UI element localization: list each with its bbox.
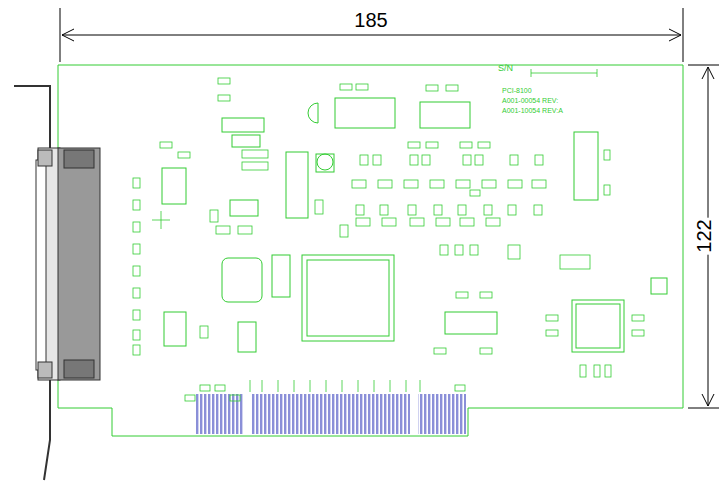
board-outline [58, 65, 683, 436]
dimension-lines [60, 8, 719, 408]
mounting-bracket [14, 86, 100, 480]
revision-label: A001-00054 REV: [502, 97, 558, 104]
dimension-text: 122 [694, 217, 714, 254]
serial-label: S/N [498, 64, 513, 73]
components [162, 98, 667, 352]
board-name: PCI-8100 [502, 87, 532, 94]
revision-label: A001-10054 REV:A [502, 107, 563, 114]
passives [133, 69, 644, 401]
dimension-text: 185 [352, 10, 389, 30]
edge-fingers [196, 394, 466, 434]
